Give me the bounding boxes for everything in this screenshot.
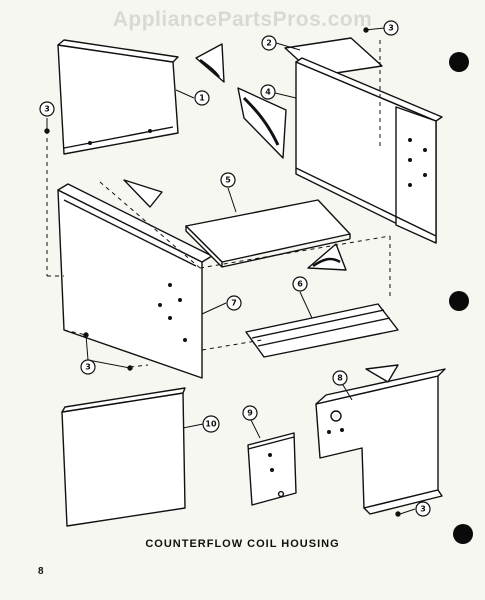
callout-4 [260,84,276,100]
diagram-caption: COUNTERFLOW COIL HOUSING [145,538,340,550]
callout-3-bottom [415,501,431,517]
triangle-bracket-upper [195,43,225,83]
callout-10 [202,415,220,433]
callout-label-3d: 3 [420,505,426,514]
callout-3-mid [80,359,96,375]
callout-label-5: 5 [225,176,231,185]
part-8-l-panel[interactable] [315,364,446,515]
part-6-channel[interactable] [245,303,399,358]
callout-3-top [383,20,399,36]
triangle-bracket-lower [307,243,347,271]
callout-label-3a: 3 [388,24,394,33]
part-5-shelf[interactable] [185,199,351,268]
callout-label-10: 10 [205,420,217,429]
binder-hole-top [449,52,469,72]
callout-circles[interactable] [39,20,431,517]
callout-label-8: 8 [337,374,343,383]
binder-hole-middle [449,291,469,311]
page-number: 8 [38,566,44,577]
callout-9 [242,405,258,421]
callout-8 [332,370,348,386]
callout-label-4: 4 [265,88,271,97]
callout-2 [261,35,277,51]
callout-label-7: 7 [231,299,237,308]
callout-label-2: 2 [266,39,272,48]
callout-7 [226,295,242,311]
callout-label-3c: 3 [85,363,91,372]
screw-markers [44,27,401,517]
part-4-rear-panel[interactable] [237,57,443,244]
callout-label-1: 1 [199,94,205,103]
part-9-access-panel[interactable] [247,432,297,506]
part-1-side-panel[interactable] [57,39,179,155]
callout-label-6: 6 [297,280,303,289]
part-10-front-panel[interactable] [61,387,186,527]
callout-1 [194,90,210,106]
binder-hole-bottom [453,524,473,544]
callout-label-3b: 3 [44,105,50,114]
callout-3-left [39,101,55,117]
watermark: AppliancePartsPros.com [112,8,373,31]
part-7-side-panel[interactable] [57,179,213,379]
callout-labels: 1 2 3 3 4 5 6 7 3 8 9 10 3 [44,24,426,514]
callout-6 [292,276,308,292]
callout-5 [220,172,236,188]
callout-label-9: 9 [247,409,253,418]
assembly-guide-lines [46,40,391,368]
